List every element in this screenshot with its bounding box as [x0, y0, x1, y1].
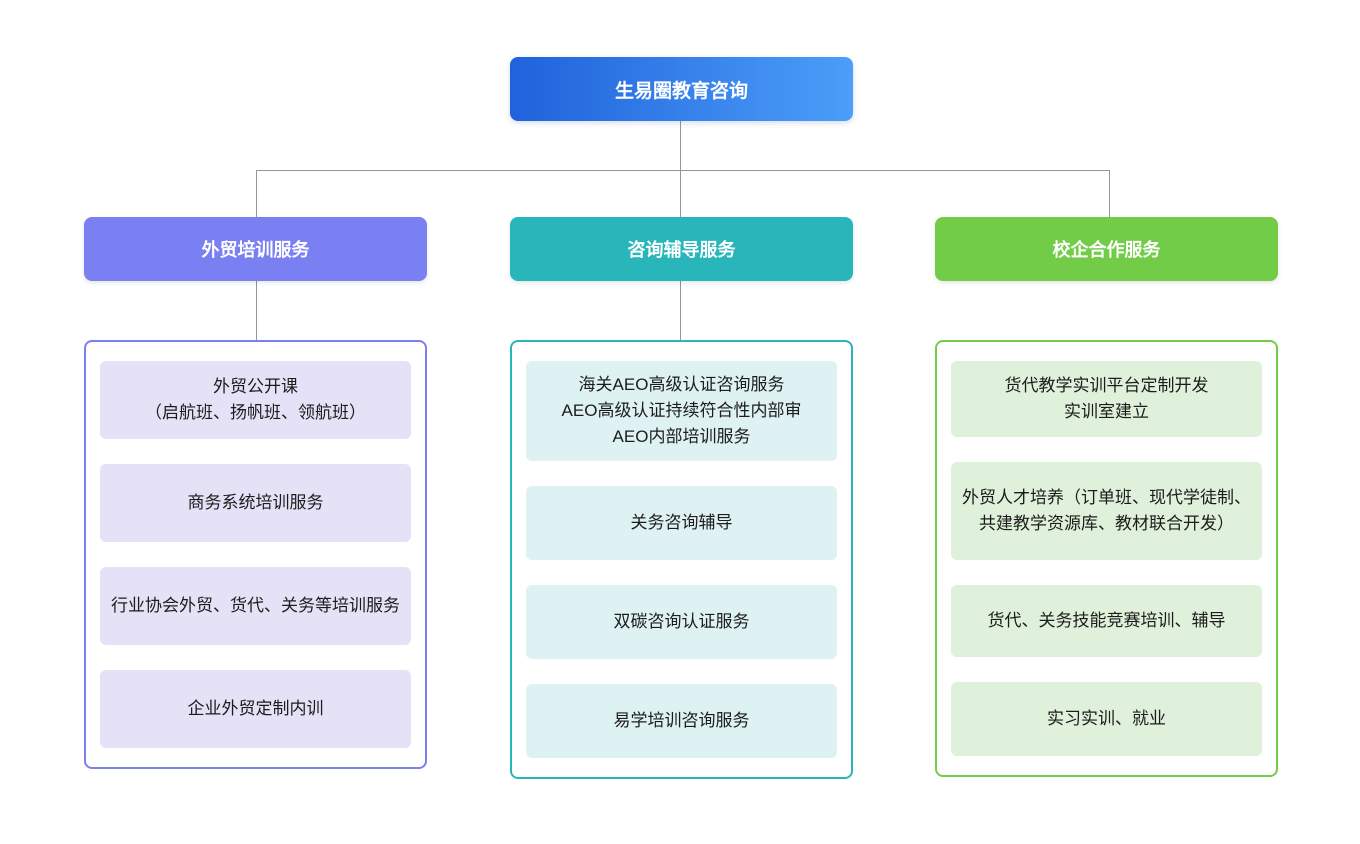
node-skill-competition: 货代、关务技能竞赛培训、辅导: [951, 585, 1262, 657]
branch-header-trade-training: 外贸培训服务: [84, 217, 427, 281]
node-aeo-services: 海关AEO高级认证咨询服务 AEO高级认证持续符合性内部审 AEO内部培训服务: [526, 361, 837, 461]
node-association-training: 行业协会外贸、货代、关务等培训服务: [100, 567, 411, 645]
node-yixue-training: 易学培训咨询服务: [526, 684, 837, 758]
connector-horizontal: [256, 170, 1110, 171]
connector-branch1-drop: [256, 281, 257, 340]
branch-consulting: 咨询辅导服务 海关AEO高级认证咨询服务 AEO高级认证持续符合性内部审 AEO…: [510, 217, 853, 779]
node-training-platform: 货代教学实训平台定制开发 实训室建立: [951, 361, 1262, 437]
node-public-course: 外贸公开课 （启航班、扬帆班、领航班）: [100, 361, 411, 439]
root-node: 生易圈教育咨询: [510, 57, 853, 121]
branch-header-school-enterprise: 校企合作服务: [935, 217, 1278, 281]
node-business-system-training: 商务系统培训服务: [100, 464, 411, 542]
branch-box-school-enterprise: 货代教学实训平台定制开发 实训室建立 外贸人才培养（订单班、现代学徒制、共建教学…: [935, 340, 1278, 777]
connector-branch1-vertical: [256, 170, 257, 217]
node-customs-consulting: 关务咨询辅导: [526, 486, 837, 560]
branch-header-consulting: 咨询辅导服务: [510, 217, 853, 281]
connector-branch3-vertical: [1109, 170, 1110, 217]
node-internship-employment: 实习实训、就业: [951, 682, 1262, 756]
root-node-label: 生易圈教育咨询: [614, 80, 748, 102]
node-dual-carbon: 双碳咨询认证服务: [526, 585, 837, 659]
connector-root-vertical: [680, 121, 681, 217]
connector-branch2-drop: [680, 281, 681, 340]
node-enterprise-custom-training: 企业外贸定制内训: [100, 670, 411, 748]
branch-school-enterprise: 校企合作服务 货代教学实训平台定制开发 实训室建立 外贸人才培养（订单班、现代学…: [935, 217, 1278, 777]
node-talent-cultivation: 外贸人才培养（订单班、现代学徒制、共建教学资源库、教材联合开发）: [951, 462, 1262, 560]
branch-trade-training: 外贸培训服务 外贸公开课 （启航班、扬帆班、领航班） 商务系统培训服务 行业协会…: [84, 217, 427, 769]
branch-box-trade-training: 外贸公开课 （启航班、扬帆班、领航班） 商务系统培训服务 行业协会外贸、货代、关…: [84, 340, 427, 769]
branch-box-consulting: 海关AEO高级认证咨询服务 AEO高级认证持续符合性内部审 AEO内部培训服务 …: [510, 340, 853, 779]
